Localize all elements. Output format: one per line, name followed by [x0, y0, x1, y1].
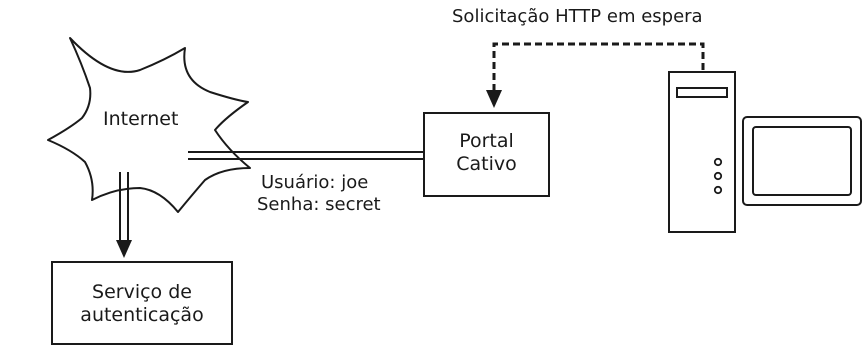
credentials-password: Senha: secret: [257, 193, 381, 215]
portal-label: Portal Cativo: [424, 130, 549, 176]
computer-tower: [668, 71, 736, 233]
internet-label: Internet: [103, 108, 179, 130]
auth-label: Serviço de autenticação: [52, 281, 232, 327]
request-arrowhead: [486, 90, 502, 108]
auth-box: [51, 261, 233, 345]
computer-drive-slot: [676, 87, 728, 98]
computer-button-1: [713, 157, 723, 167]
credentials-label: Usuário: joe Senha: secret: [257, 172, 381, 215]
auth-label-line2: autenticação: [80, 303, 204, 326]
auth-link-arrowhead: [116, 240, 132, 258]
computer-monitor-screen: [752, 126, 852, 196]
credentials-user: Usuário: joe: [261, 172, 369, 193]
portal-label-line2: Cativo: [456, 152, 517, 175]
portal-box: [423, 112, 550, 197]
computer-button-3: [713, 185, 723, 195]
portal-label-line1: Portal: [459, 130, 514, 152]
request-label: Solicitação HTTP em espera: [452, 6, 703, 27]
computer-button-2: [713, 171, 723, 181]
auth-label-line1: Serviço de: [92, 281, 192, 303]
internet-cloud-shape: [47, 37, 251, 213]
request-dashed-line: [492, 42, 705, 92]
